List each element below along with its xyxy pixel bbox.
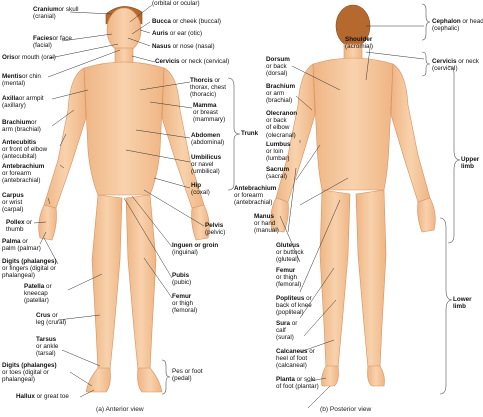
brackets (161, 3, 461, 395)
anterior-torso (83, 61, 165, 196)
label-umbilicus: Umbilicus or navel (umbilical) (191, 154, 222, 176)
caption-anterior: (a) Anterior view (96, 406, 144, 413)
anterior-left-leg (91, 194, 123, 371)
anterior-left-hand (38, 204, 57, 241)
label-inguen: Inguen or groin (inguinal) (172, 242, 219, 257)
label-shoulder: Shoulder (acromial) (345, 36, 373, 51)
label-calcaneus: Calcaneus or heel of foot (calcaneal) (276, 348, 315, 370)
posterior-right-heel (367, 365, 385, 387)
posterior-left-heel (321, 365, 339, 387)
label-hallux: Hallux or great toe (16, 393, 69, 400)
label-digits-fingers: Digits (phalanges) or fingers (digital o… (2, 258, 57, 280)
posterior-figure (270, 4, 436, 387)
posterior-left-hand (270, 197, 289, 233)
label-cranium: Craniumor skull (cranial) (33, 6, 79, 21)
anterior-right-hand (191, 204, 210, 241)
label-oris: Orisor mouth (oral) (2, 54, 56, 61)
trunk-bracket (227, 77, 241, 191)
label-orbital: (orbital or ocular) (152, 0, 200, 7)
label-mamma: Mamma or breast (mammary) (193, 102, 226, 124)
posterior-left-leg (319, 189, 351, 369)
label-planta: Planta or sole of foot (plantar) (276, 376, 319, 391)
upper-limb-bracket (447, 65, 461, 244)
label-cervicis-anterior: Cervicis or neck (cervical) (155, 58, 230, 65)
label-abdomen: Abdomen (abdominal) (191, 132, 225, 147)
label-pollex: Pollex or thumb (6, 219, 32, 234)
label-antecubitis: Antecubitis or front of elbow (antecubit… (2, 139, 48, 161)
label-facies: Faciesor face (facial) (33, 35, 72, 50)
label-dorsum: Dorsum or back (dorsal) (266, 56, 290, 78)
label-palma: Palma or palm (palmar) (2, 238, 41, 253)
cephalon-bracket (421, 3, 431, 41)
label-brachium-posterior: Brachium or arm (brachial) (266, 83, 296, 105)
label-cervicis-posterior: Cervicis or neck (cervical) (432, 58, 479, 73)
label-nasus: Nasus or nose (nasal) (152, 43, 215, 50)
lower-limb-bracket (439, 217, 453, 395)
anterior-right-arm (161, 67, 205, 209)
anterior-right-foot (137, 367, 163, 393)
label-brachium-anterior: Brachiumor arm (brachial) (2, 119, 41, 134)
label-pes: Pes or foot (pedal) (172, 368, 203, 383)
posterior-torso (312, 57, 394, 191)
anterior-figure (38, 6, 210, 393)
label-digits-toes: Digits (phalanges) or toes (digital or p… (2, 362, 57, 384)
anterior-left-foot (85, 367, 111, 393)
label-lower-limb: Lower limb (453, 296, 472, 311)
label-bucca: Bucca or cheek (buccal) (152, 18, 221, 25)
label-auris: Auris or ear (otic) (152, 30, 203, 37)
label-crus: Crus or leg (crural) (36, 312, 67, 327)
label-antebrachium-posterior: Antebrachium or forearm (antebrachial) (234, 185, 277, 207)
label-tarsus: Tarsus or ankle (tarsal) (36, 336, 59, 358)
label-femur-posterior: Femur or thigh (femoral) (276, 267, 302, 289)
label-patella: Patella or kneecap (patellar) (24, 283, 52, 305)
label-antebrachium-anterior: Antebrachium or forearm (antebrachial) (2, 163, 45, 185)
label-cephalon: Cephalon or head (cephalic) (432, 18, 483, 33)
label-carpus: Carpus or wrist (carpal) (2, 192, 24, 214)
label-manus: Manus or hand (manual) (254, 213, 279, 235)
anterior-neck (114, 47, 134, 65)
label-femur-anterior: Femur or thigh (femoral) (172, 293, 198, 315)
anterior-left-arm (43, 67, 87, 209)
label-olecranon: Olecranon or back of elbow (olecranal) (266, 110, 298, 139)
caption-posterior: (b) Posterior view (320, 406, 372, 413)
label-sacrum: Sacrum (sacral) (266, 166, 290, 181)
label-gluteus: Gluteus or buttock (gluteal) (276, 242, 304, 264)
label-thorcis: Thorcis or thorax, chest (thoracic) (190, 77, 227, 99)
label-pelvis: Pelvis (pelvic) (205, 222, 226, 237)
anterior-leader-lines (33, 4, 205, 398)
posterior-right-hand (417, 197, 436, 233)
pes-bracket (161, 359, 171, 395)
posterior-right-leg (355, 189, 387, 369)
label-trunk: Trunk (241, 130, 259, 137)
label-mentis: Mentisor chin (mental) (2, 73, 41, 88)
label-lumbus: Lumbus or loin (lumbar) (266, 141, 291, 163)
label-sura: Sura or calf (sural) (276, 320, 298, 342)
posterior-right-arm (390, 63, 431, 203)
label-axilla: Axillaor armpit (axillary) (2, 95, 44, 110)
label-hip: Hip (coxal) (191, 182, 210, 197)
posterior-left-arm (275, 63, 316, 203)
label-pubis: Pubis (pubic) (172, 272, 192, 287)
posterior-leader-lines (279, 25, 425, 409)
label-upper-limb: Upper limb (461, 156, 480, 171)
label-popliteus: Popliteus or back of knee (popliteal) (276, 295, 312, 317)
cervicis-bracket (421, 51, 431, 77)
